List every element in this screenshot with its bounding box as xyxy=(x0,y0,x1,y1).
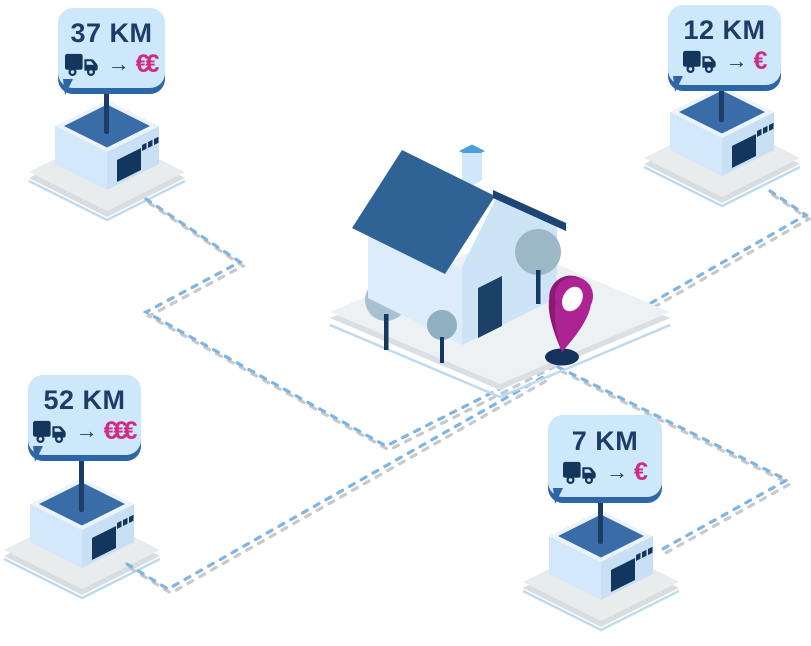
tree-icon xyxy=(427,310,457,340)
tree-trunk xyxy=(536,270,541,304)
cost-row: → €€ xyxy=(64,49,160,78)
cost-row: → € xyxy=(563,457,648,486)
tree-trunk xyxy=(440,337,444,363)
pin-shadow xyxy=(545,348,579,366)
truck-icon xyxy=(64,53,98,76)
arrow-icon: → xyxy=(75,418,98,443)
house-door xyxy=(478,276,502,338)
tree-icon xyxy=(515,229,561,275)
cost-label: €€€ xyxy=(103,416,138,445)
route-line-7km xyxy=(556,365,791,553)
distance-sign-top-right: 12 KM → € xyxy=(668,5,781,92)
distance-sign-bottom-right: 7 KM → € xyxy=(548,415,662,504)
arrow-icon: → xyxy=(107,51,130,76)
cost-label: € xyxy=(753,46,768,75)
route-line-52km xyxy=(125,375,545,591)
house-roof-edge xyxy=(493,190,566,231)
distance-label: 7 KM xyxy=(571,425,639,456)
sign-pole xyxy=(104,84,109,134)
sign-poles xyxy=(79,82,724,544)
home-illustration xyxy=(329,144,671,399)
sign-pole xyxy=(719,82,724,122)
route-lines xyxy=(125,189,810,591)
arrow-icon: → xyxy=(725,48,748,73)
location-pin-icon xyxy=(545,275,593,366)
sign-pole xyxy=(79,452,84,512)
truck-icon xyxy=(32,420,66,443)
distance-label: 12 KM xyxy=(683,14,766,45)
arrow-icon: → xyxy=(606,459,629,484)
cost-row: → € xyxy=(682,46,768,75)
sign-pole xyxy=(598,494,603,544)
route-line-37km xyxy=(142,197,553,448)
tree-trunk xyxy=(384,314,389,350)
distance-label: 52 KM xyxy=(43,384,126,415)
house-roof xyxy=(352,150,495,274)
cost-row: → €€€ xyxy=(32,416,138,445)
truck-icon xyxy=(563,461,596,484)
chimney-body xyxy=(462,153,482,186)
cost-label: € xyxy=(634,457,648,486)
distance-sign-top-left: 37 KM → €€ xyxy=(58,8,165,95)
distance-label: 37 KM xyxy=(70,17,153,48)
distance-sign-bottom-left: 52 KM → €€€ xyxy=(28,375,141,462)
cost-label: €€ xyxy=(135,49,160,78)
truck-icon xyxy=(682,50,716,73)
